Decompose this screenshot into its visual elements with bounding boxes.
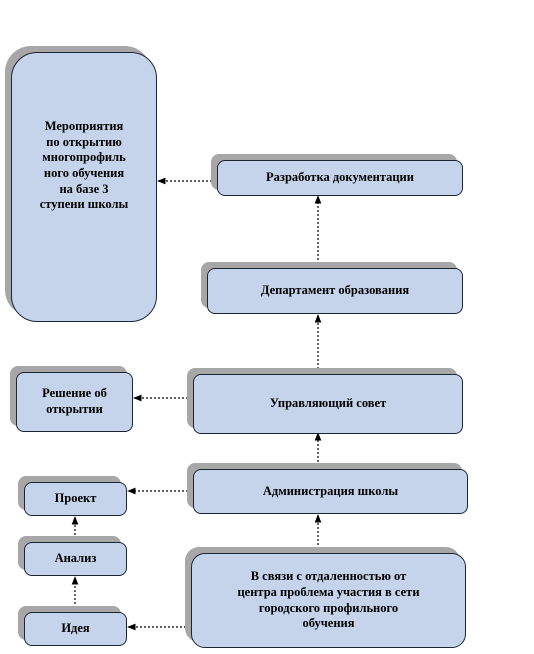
node-analysis-label: Анализ <box>54 551 97 566</box>
node-measures: Мероприятия по открытию многопрофиль ног… <box>11 52 157 322</box>
node-idea: Идея <box>24 612 127 646</box>
node-council-label: Управляющий совет <box>269 396 387 411</box>
node-project-label: Проект <box>54 491 97 506</box>
node-administration-label: Администрация школы <box>262 483 399 498</box>
node-docs-development-label: Разработка документации <box>266 170 414 185</box>
node-department-label: Департамент образования <box>260 283 410 298</box>
node-department: Департамент образования <box>207 268 463 314</box>
node-reason: В связи с отдаленностью от центра пробле… <box>191 553 466 648</box>
node-reason-label: В связи с отдаленностью от центра пробле… <box>237 569 420 631</box>
node-council: Управляющий совет <box>193 374 463 434</box>
node-administration: Администрация школы <box>193 469 468 514</box>
node-analysis: Анализ <box>24 542 127 576</box>
node-project: Проект <box>24 482 127 516</box>
node-measures-label: Мероприятия по открытию многопрофиль ног… <box>39 119 129 212</box>
node-decision-label: Решение об открытии <box>42 386 107 416</box>
node-decision: Решение об открытии <box>16 372 133 432</box>
node-idea-label: Идея <box>61 621 90 636</box>
node-docs-development: Разработка документации <box>217 160 463 196</box>
